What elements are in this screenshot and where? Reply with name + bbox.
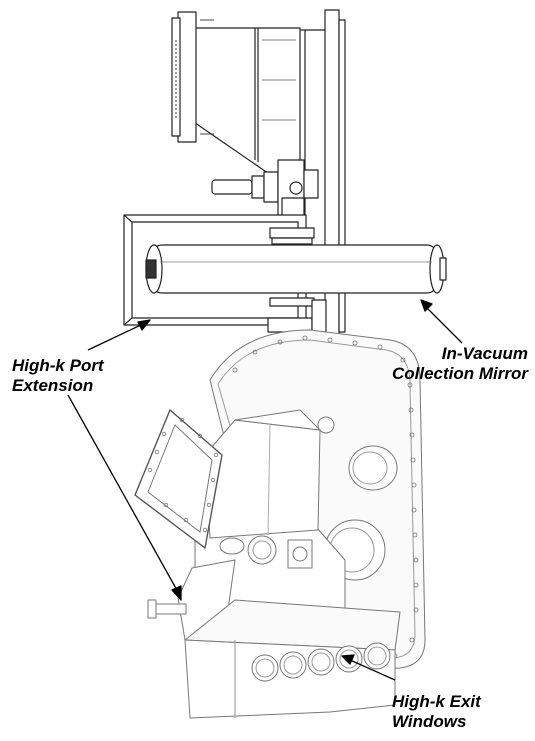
exit-window-box [184,599,401,719]
label-collection-mirror-line1: In-Vacuum [441,344,528,363]
middle-ports [219,535,313,569]
label-exit-windows-line1: High-k Exit [392,692,481,711]
isometric-view [134,329,426,719]
port-extension-wedge [177,559,236,641]
label-port-extension-line2: Extension [12,376,94,395]
flange-ports [317,416,398,581]
side-fitting [147,599,187,619]
label-port-extension: High-k Port Extension [12,356,104,396]
label-collection-mirror: In-Vacuum Collection Mirror [376,344,528,384]
label-port-extension-line1: High-k Port [12,356,104,375]
exit-windows [251,642,391,682]
label-collection-mirror-line2: Collection Mirror [391,364,528,383]
iso-viewport-tube [134,409,321,549]
viewport-tube [171,11,305,179]
collection-mirror [145,244,447,294]
mirror-supports [267,227,327,333]
side-view [123,9,447,341]
leader-lines [67,299,463,681]
label-exit-windows-line2: Windows [392,712,467,731]
actuator-knob [211,159,319,225]
label-exit-windows: High-k Exit Windows [392,692,481,732]
flange-bolts-top [175,19,214,135]
